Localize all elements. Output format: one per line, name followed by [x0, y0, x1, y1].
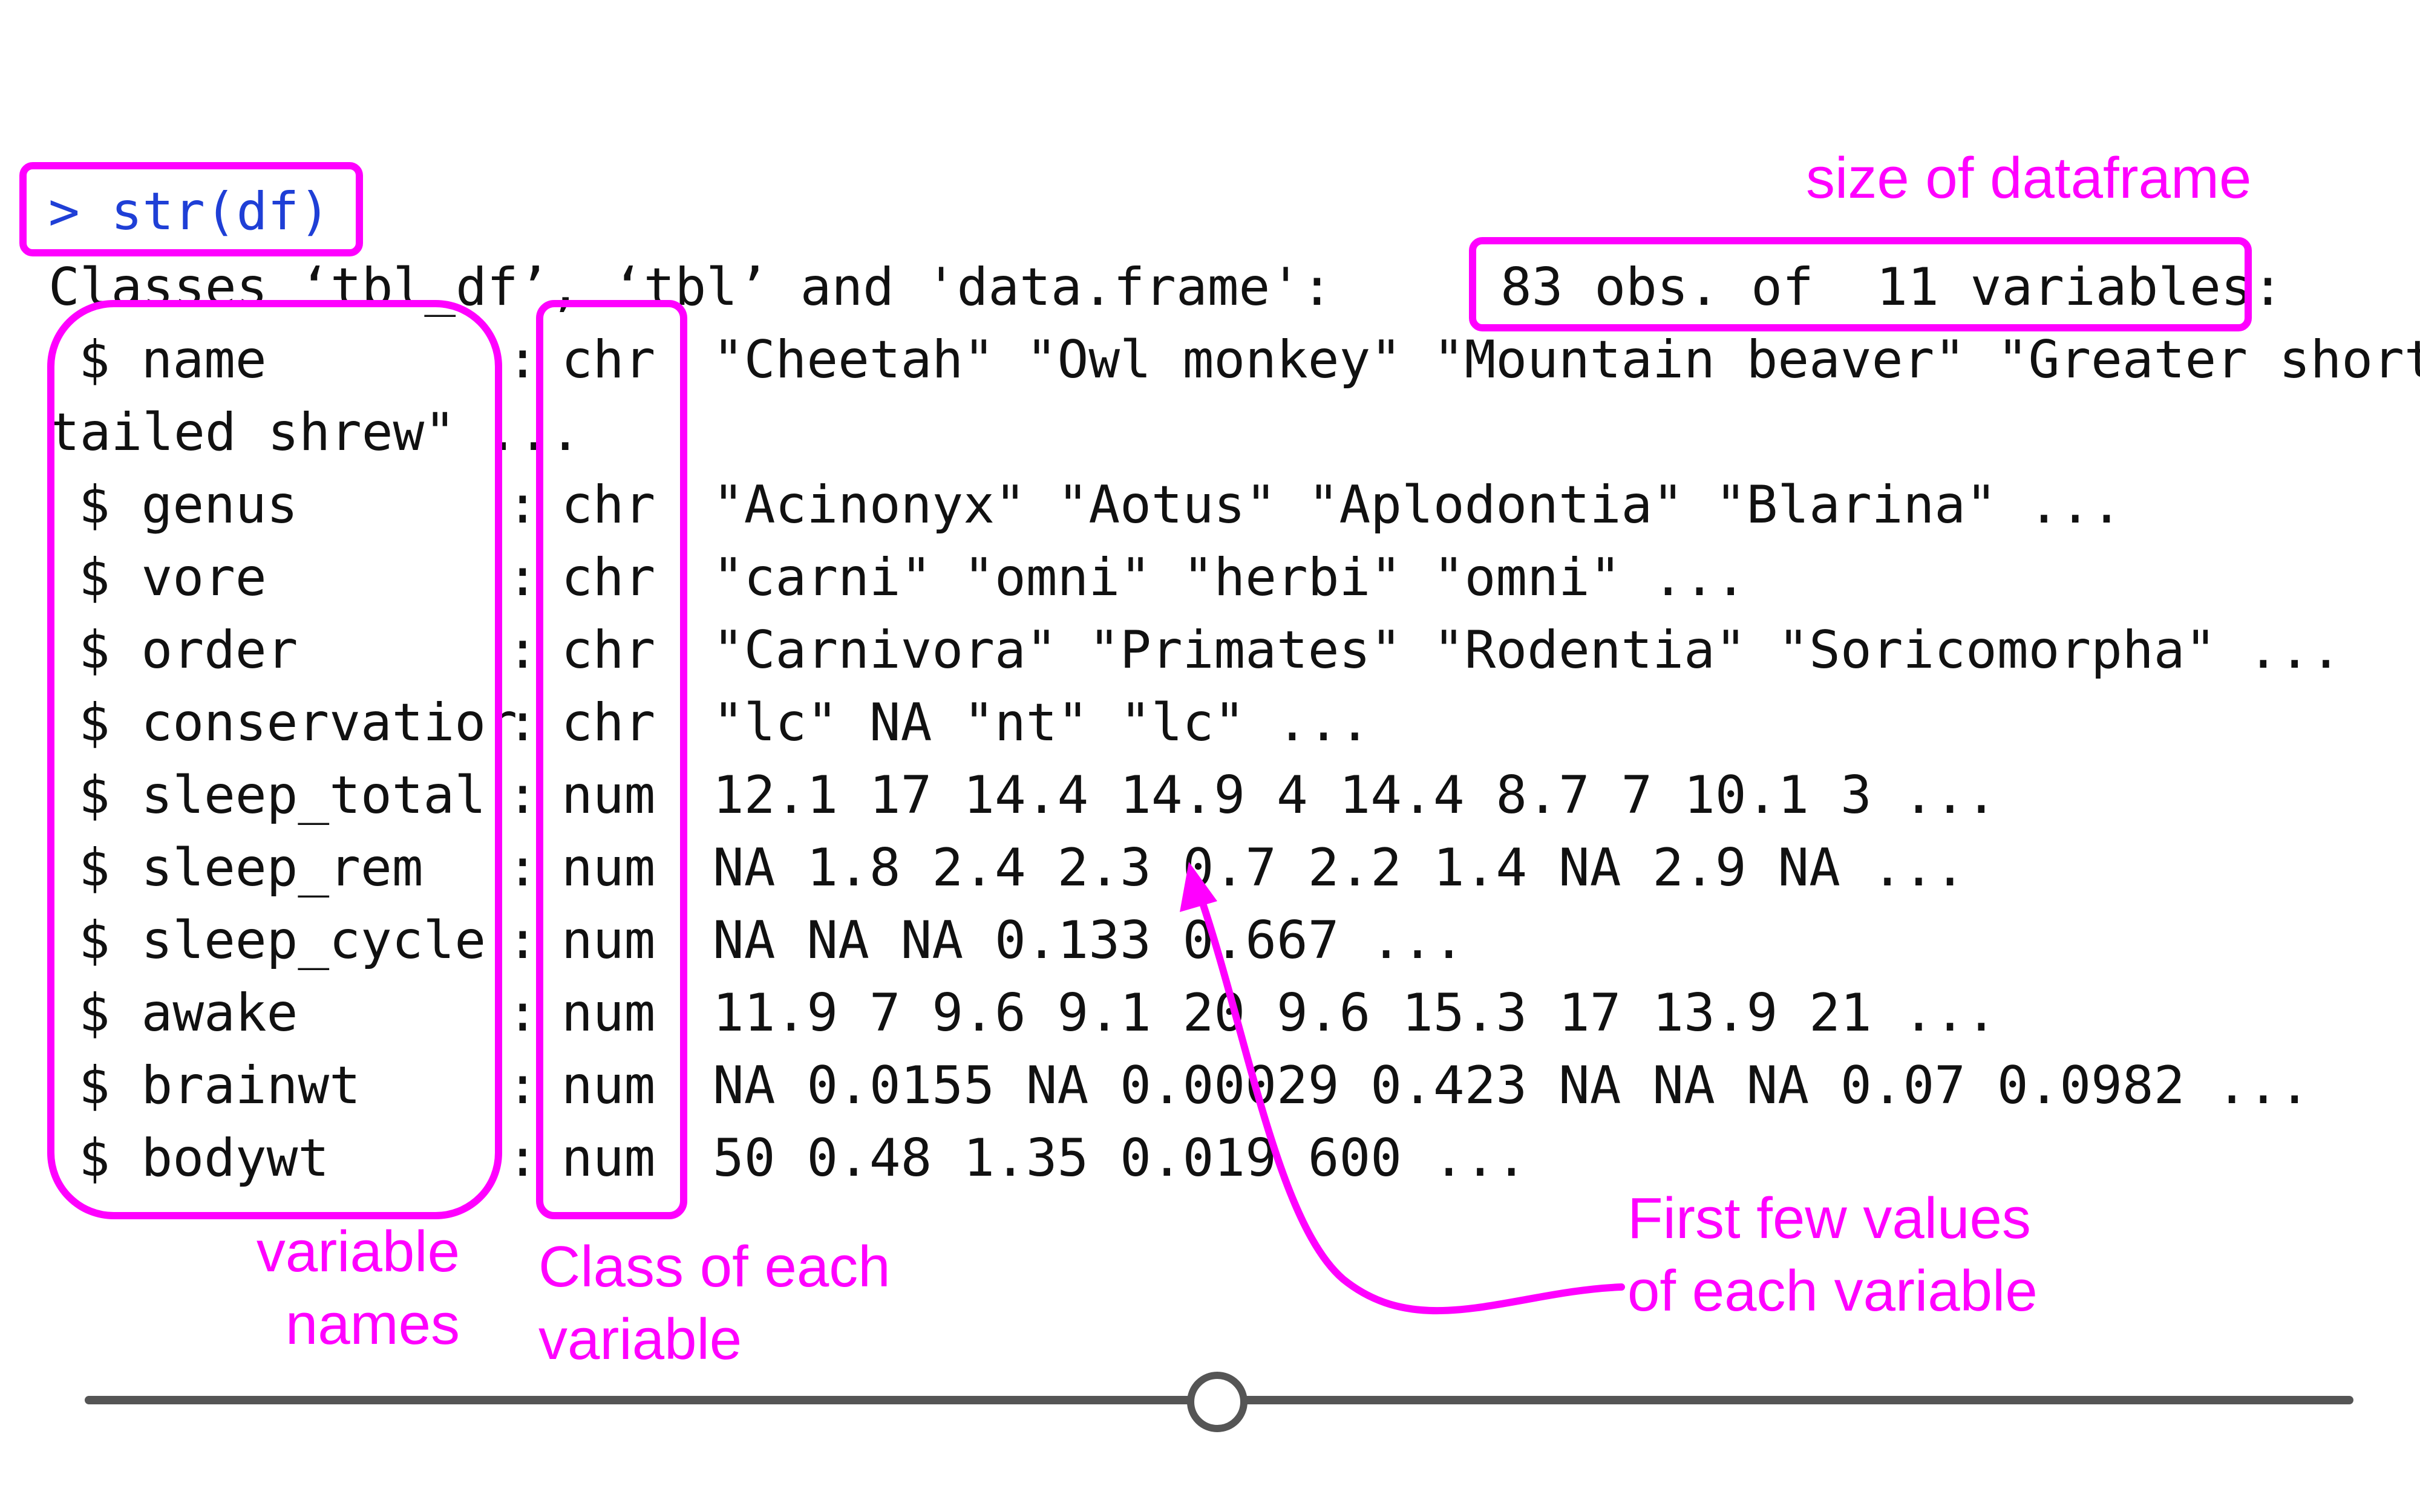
variable-names-label-line2: names: [285, 1292, 460, 1357]
row-colon: :: [507, 1128, 538, 1188]
variable-names-box: [47, 300, 502, 1219]
variable-values: "Cheetah" "Owl monkey" "Mountain beaver"…: [713, 330, 2420, 390]
variable-values: 50 0.48 1.35 0.019 600 ...: [713, 1128, 1528, 1188]
variable-values: NA 0.0155 NA 0.00029 0.423 NA NA NA 0.07…: [713, 1055, 2310, 1116]
class-label-line2: variable: [538, 1307, 742, 1372]
row-colon: :: [507, 910, 538, 971]
console-prompt: > str(df): [48, 181, 330, 242]
console-size-summary: 83 obs. of 11 variables:: [1500, 257, 2284, 318]
variable-class: chr: [561, 475, 656, 535]
row-colon: :: [507, 838, 538, 898]
row-colon: :: [507, 692, 538, 753]
console-class-header: Classes ‘tbl_df’, ‘tbl’ and 'data.frame'…: [48, 257, 1333, 318]
variable-class: num: [561, 838, 656, 898]
variable-values: 11.9 7 9.6 9.1 20 9.6 15.3 17 13.9 21 ..…: [713, 983, 1997, 1043]
variable-class: chr: [561, 547, 656, 608]
variable-class: num: [561, 765, 656, 826]
variable-name: $ genus: [79, 475, 298, 535]
first-values-label-line2: of each variable: [1627, 1259, 2038, 1323]
row-colon: :: [507, 1055, 538, 1116]
variable-names-label-line1: variable: [256, 1219, 460, 1284]
variable-name: $ vore: [79, 547, 267, 608]
variable-class: num: [561, 910, 656, 971]
row-colon: :: [507, 547, 538, 608]
variable-class: chr: [561, 620, 656, 680]
size-highlight-box: [1469, 237, 2252, 331]
size-of-dataframe-label: size of dataframe: [1806, 146, 2252, 210]
variable-values: "Acinonyx" "Aotus" "Aplodontia" "Blarina…: [713, 475, 2122, 535]
variable-values: NA NA NA 0.133 0.667 ...: [713, 910, 1465, 971]
variable-name: $ brainwt: [79, 1055, 361, 1116]
variable-values: "carni" "omni" "herbi" "omni" ...: [713, 547, 1747, 608]
variable-name: $ order: [79, 620, 298, 680]
variable-values: "Carnivora" "Primates" "Rodentia" "Soric…: [713, 620, 2342, 680]
variable-class: num: [561, 983, 656, 1043]
row-colon: :: [507, 475, 538, 535]
variable-class: chr: [561, 330, 656, 390]
row-colon: :: [507, 765, 538, 826]
variable-name: $ awake: [79, 983, 298, 1043]
wrapped-values: tailed shrew" ...: [48, 402, 581, 463]
variable-class: num: [561, 1128, 656, 1188]
slider-thumb[interactable]: [1187, 1372, 1248, 1432]
row-colon: :: [507, 330, 538, 390]
variable-values: 12.1 17 14.4 14.9 4 14.4 8.7 7 10.1 3 ..…: [713, 765, 1997, 826]
variable-name: $ sleep_cycle: [79, 910, 486, 971]
variable-name: $ conservatior: [79, 692, 517, 753]
class-column-box: [536, 300, 687, 1219]
variable-values: NA 1.8 2.4 2.3 0.7 2.2 1.4 NA 2.9 NA ...: [713, 838, 1966, 898]
variable-name: $ sleep_rem: [79, 838, 424, 898]
variable-class: chr: [561, 692, 656, 753]
variable-class: num: [561, 1055, 656, 1116]
first-values-label-line1: First few values: [1627, 1186, 2031, 1251]
prompt-highlight-box: [19, 162, 363, 256]
variable-name: $ sleep_total: [79, 765, 486, 826]
row-colon: :: [507, 620, 538, 680]
row-colon: :: [507, 983, 538, 1043]
variable-values: "lc" NA "nt" "lc" ...: [713, 692, 1371, 753]
class-label-line1: Class of each: [538, 1234, 891, 1299]
